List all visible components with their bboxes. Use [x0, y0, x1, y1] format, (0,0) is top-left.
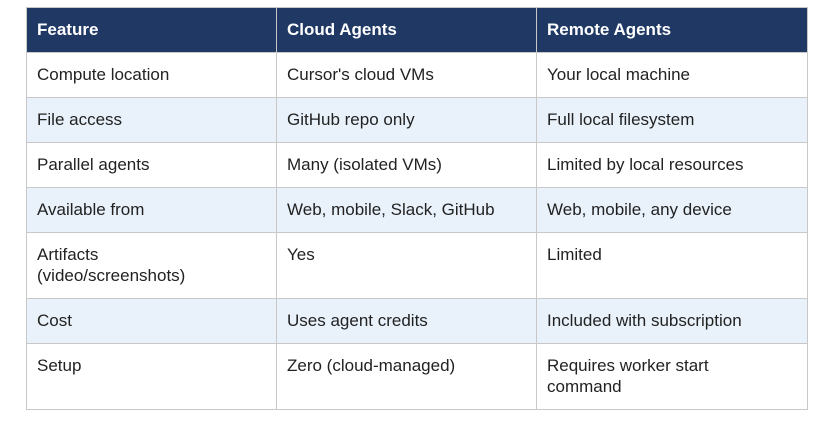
- header-row: Feature Cloud Agents Remote Agents: [26, 7, 808, 53]
- cloud-cell: Zero (cloud-managed): [276, 343, 537, 410]
- feature-cell: Available from: [26, 187, 277, 233]
- table-row: Compute location Cursor's cloud VMs Your…: [26, 52, 808, 98]
- remote-cell: Full local filesystem: [536, 97, 808, 143]
- remote-cell: Your local machine: [536, 52, 808, 98]
- cloud-cell: Yes: [276, 232, 537, 299]
- header-remote-agents: Remote Agents: [536, 7, 808, 53]
- cloud-cell: Uses agent credits: [276, 298, 537, 344]
- feature-cell: Compute location: [26, 52, 277, 98]
- comparison-table: Feature Cloud Agents Remote Agents Compu…: [26, 7, 808, 410]
- remote-cell: Included with subscription: [536, 298, 808, 344]
- remote-cell: Limited by local resources: [536, 142, 808, 188]
- table-row: Setup Zero (cloud-managed) Requires work…: [26, 343, 808, 410]
- remote-cell: Web, mobile, any device: [536, 187, 808, 233]
- table-row: Artifacts (video/screenshots) Yes Limite…: [26, 232, 808, 299]
- cloud-cell: GitHub repo only: [276, 97, 537, 143]
- remote-cell: Limited: [536, 232, 808, 299]
- remote-cell: Requires worker start command: [536, 343, 808, 410]
- table-row: Available from Web, mobile, Slack, GitHu…: [26, 187, 808, 233]
- cloud-cell: Cursor's cloud VMs: [276, 52, 537, 98]
- feature-cell: Artifacts (video/screenshots): [26, 232, 277, 299]
- feature-cell: Setup: [26, 343, 277, 410]
- feature-cell: Parallel agents: [26, 142, 277, 188]
- cloud-cell: Many (isolated VMs): [276, 142, 537, 188]
- table-row: Cost Uses agent credits Included with su…: [26, 298, 808, 344]
- table-row: Parallel agents Many (isolated VMs) Limi…: [26, 142, 808, 188]
- feature-cell: Cost: [26, 298, 277, 344]
- header-feature: Feature: [26, 7, 277, 53]
- header-cloud-agents: Cloud Agents: [276, 7, 537, 53]
- cloud-cell: Web, mobile, Slack, GitHub: [276, 187, 537, 233]
- feature-cell: File access: [26, 97, 277, 143]
- table-row: File access GitHub repo only Full local …: [26, 97, 808, 143]
